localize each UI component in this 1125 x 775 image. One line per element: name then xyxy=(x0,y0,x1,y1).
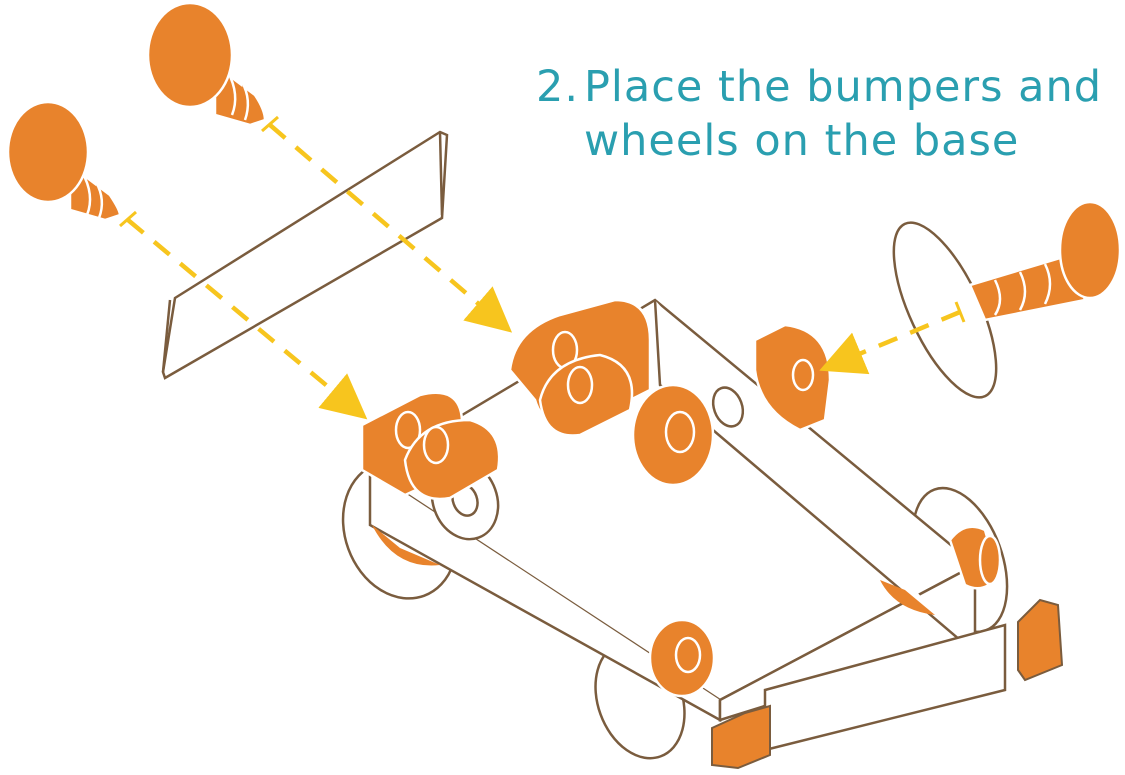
screw-left xyxy=(8,102,120,220)
screw-top xyxy=(148,3,265,125)
hub-front-left xyxy=(650,620,714,696)
plate xyxy=(163,132,447,378)
foot-loose xyxy=(1018,600,1062,680)
screw-right xyxy=(970,202,1120,320)
